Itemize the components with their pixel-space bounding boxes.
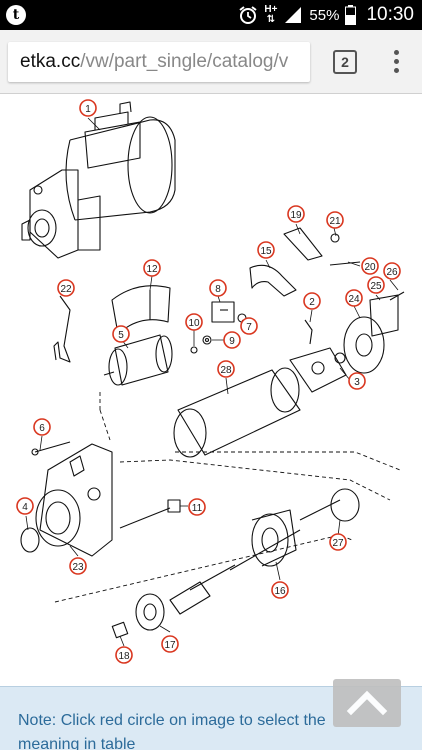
parts-diagram: 1 2 3 4 5 6 7 8 9 10 11 12 15 16 17 18 1…	[16, 99, 405, 664]
callout-15[interactable]: 15	[257, 241, 275, 259]
clock: 10:30	[366, 4, 414, 25]
callout-3[interactable]: 3	[348, 372, 366, 390]
callout-25[interactable]: 25	[367, 276, 385, 294]
callout-9[interactable]: 9	[223, 331, 241, 349]
scroll-to-top-button[interactable]	[333, 679, 401, 727]
browser-toolbar: etka.cc/vw/part_single/catalog/v 2	[0, 30, 422, 94]
callouts: 1 2 3 4 5 6 7 8 9 10 11 12 15 16 17 18 1…	[16, 99, 401, 664]
callout-4[interactable]: 4	[16, 497, 34, 515]
callout-7[interactable]: 7	[240, 317, 258, 335]
svg-text:15: 15	[260, 246, 272, 257]
callout-21[interactable]: 21	[326, 211, 344, 229]
svg-text:2: 2	[309, 297, 315, 308]
tab-switcher-button[interactable]: 2	[333, 50, 357, 74]
callout-28[interactable]: 28	[217, 360, 235, 378]
note-line-2: meaning in table	[18, 736, 136, 750]
solenoid-drawing	[103, 334, 173, 386]
url-bar[interactable]: etka.cc/vw/part_single/catalog/v	[8, 42, 310, 82]
svg-text:26: 26	[386, 267, 398, 278]
chevron-up-icon	[346, 690, 388, 716]
callout-12[interactable]: 12	[143, 259, 161, 277]
callout-19[interactable]: 19	[287, 205, 305, 223]
svg-text:28: 28	[220, 365, 232, 376]
svg-text:21: 21	[329, 216, 341, 227]
svg-text:22: 22	[60, 284, 72, 295]
svg-text:9: 9	[229, 336, 235, 347]
svg-text:18: 18	[118, 651, 130, 662]
url-host: etka.cc	[20, 51, 81, 72]
starter-assembly-drawing	[21, 101, 176, 259]
status-bar: t H+⇅ 55% 10:30	[0, 0, 422, 30]
callout-8[interactable]: 8	[209, 279, 227, 297]
svg-text:3: 3	[354, 377, 360, 388]
alarm-icon	[239, 6, 257, 24]
svg-text:27: 27	[332, 538, 344, 549]
callout-16[interactable]: 16	[271, 581, 289, 599]
callout-23[interactable]: 23	[69, 557, 87, 575]
callout-18[interactable]: 18	[115, 646, 133, 664]
svg-text:6: 6	[39, 423, 45, 434]
battery-percent: 55%	[309, 6, 340, 24]
svg-text:16: 16	[274, 586, 286, 597]
svg-text:7: 7	[246, 322, 252, 333]
svg-text:25: 25	[370, 281, 382, 292]
callout-17[interactable]: 17	[161, 635, 179, 653]
overflow-menu-icon[interactable]	[384, 46, 408, 78]
svg-text:11: 11	[192, 503, 203, 514]
battery-icon	[345, 5, 357, 25]
network-type: H+⇅	[264, 4, 278, 25]
svg-text:19: 19	[290, 210, 302, 221]
svg-text:20: 20	[364, 262, 376, 273]
svg-text:10: 10	[188, 318, 200, 329]
svg-text:23: 23	[72, 562, 84, 573]
yoke-drawing	[173, 367, 301, 458]
svg-text:1: 1	[85, 104, 91, 115]
callout-6[interactable]: 6	[33, 418, 51, 436]
svg-text:24: 24	[348, 294, 360, 305]
tumblr-notification-icon: t	[6, 5, 26, 25]
housing-drawing	[35, 443, 113, 557]
svg-text:17: 17	[164, 640, 176, 651]
note-line-1: Note: Click red circle on image to selec…	[18, 712, 326, 729]
url-path: /vw/part_single/catalog/v	[80, 51, 289, 72]
callout-26[interactable]: 26	[383, 262, 401, 280]
svg-text:8: 8	[215, 284, 221, 295]
callout-27[interactable]: 27	[329, 533, 347, 551]
callout-5[interactable]: 5	[112, 325, 130, 343]
callout-11[interactable]: 11	[188, 498, 206, 516]
status-icons: H+⇅ 55% 10:30	[238, 0, 414, 30]
signal-icon	[285, 7, 302, 23]
callout-24[interactable]: 24	[345, 289, 363, 307]
callout-22[interactable]: 22	[57, 279, 75, 297]
callout-10[interactable]: 10	[185, 313, 203, 331]
svg-text:5: 5	[118, 330, 124, 341]
callout-20[interactable]: 20	[361, 257, 379, 275]
svg-text:12: 12	[146, 264, 158, 275]
callout-2[interactable]: 2	[303, 292, 321, 310]
callout-1[interactable]: 1	[79, 99, 97, 117]
svg-text:4: 4	[22, 502, 28, 513]
